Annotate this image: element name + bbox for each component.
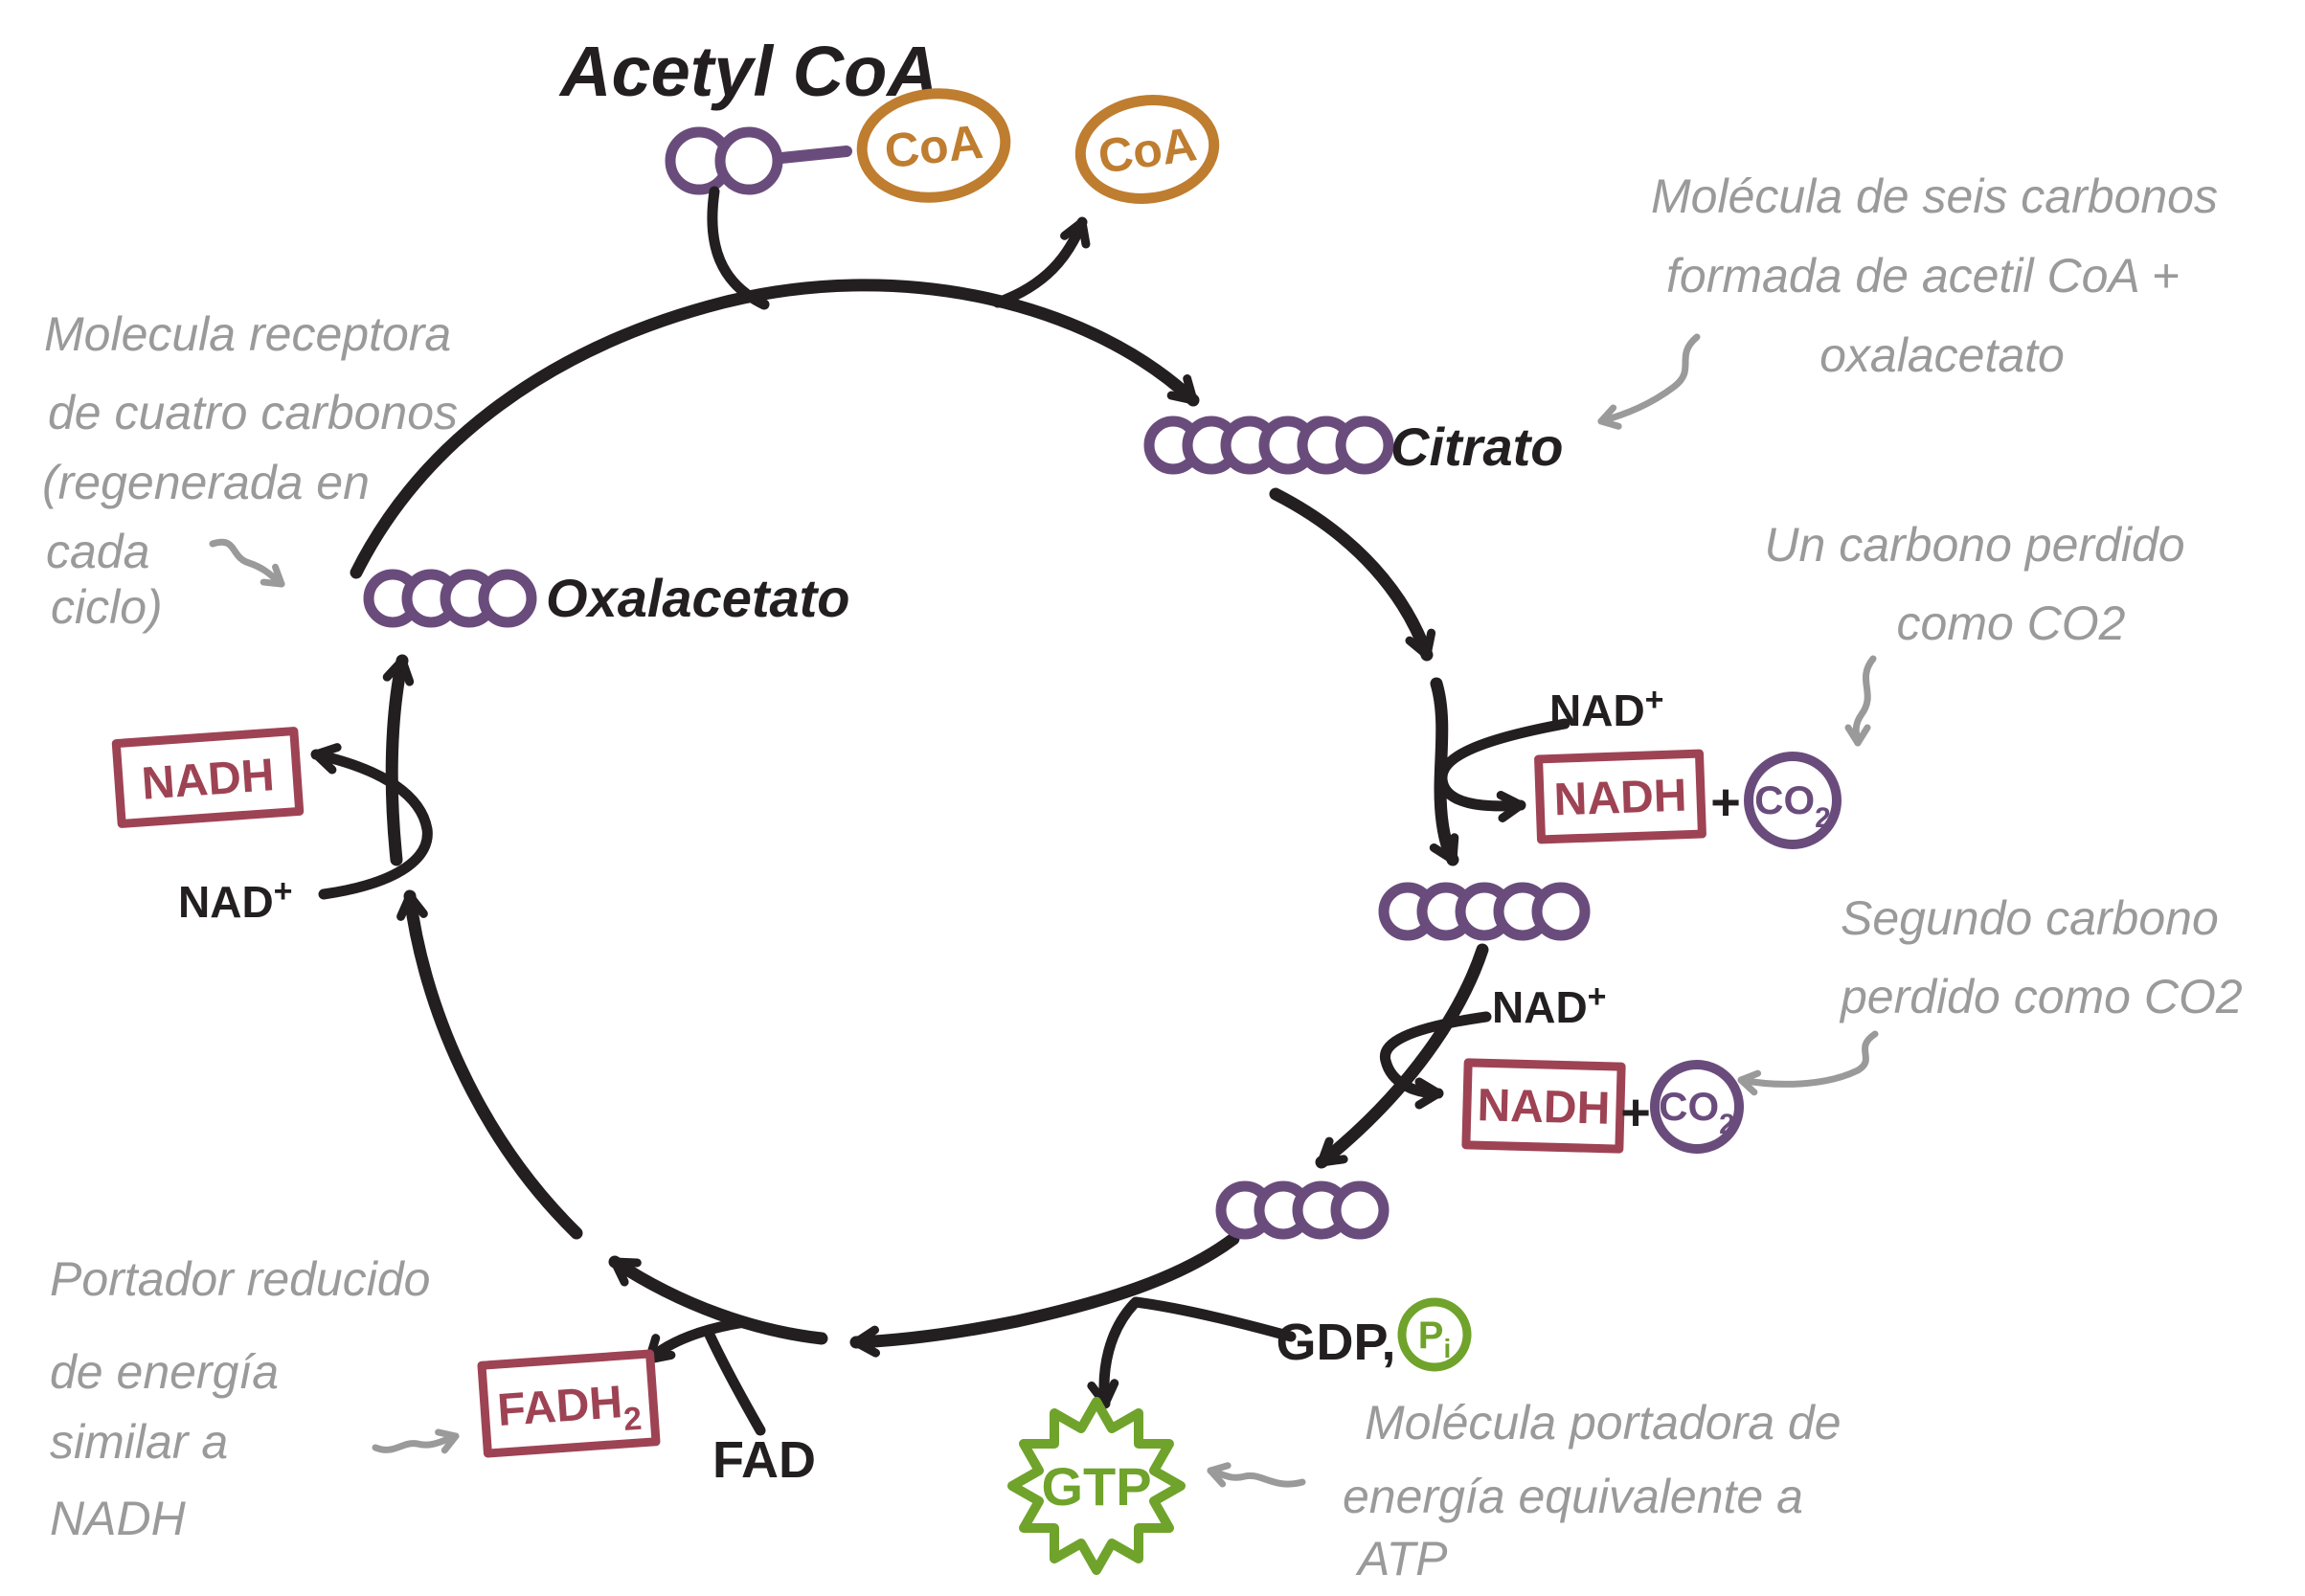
fadh2-label: FADH2 — [496, 1376, 644, 1447]
note-second-co2-line-1: Segundo carbono — [1841, 891, 2219, 945]
fad-label: FAD — [712, 1431, 816, 1489]
nad-plus-label-2: NAD+ — [1492, 978, 1607, 1032]
note-gtp-line-1: Molécula portadora de — [1365, 1396, 1842, 1450]
four-carbon-molecule — [1215, 1180, 1390, 1240]
fad-in-line — [703, 1327, 766, 1436]
co2-badge-2: CO2 — [1650, 1060, 1744, 1154]
gdp-label: GDP, — [1276, 1314, 1395, 1371]
citrato-molecule — [1143, 416, 1394, 475]
note-oxalacetato: Molecula receptora de cuatro carbonos (r… — [42, 307, 458, 634]
note-six-carbon-squiggle-arrow — [1597, 333, 1701, 430]
plus-sign-2: + — [1620, 1084, 1651, 1141]
nadh-box-left: NADH — [111, 727, 305, 828]
cycle-arc-citrate-down — [1269, 487, 1436, 662]
note-second-co2: Segundo carbono perdido como CO2 — [1737, 891, 2243, 1096]
carbon-circle — [1335, 416, 1394, 475]
note-six-carbon-line-2: formada de acetil CoA + — [1666, 249, 2180, 303]
attached-coa-badge: CoA — [856, 88, 1011, 203]
carbon-circle — [714, 126, 783, 195]
acetyl-coa-molecule — [665, 126, 783, 195]
cycle-arc-left-upper — [382, 654, 415, 866]
note-second-co2-line-2: perdido como CO2 — [1839, 970, 2243, 1023]
nad-reaction-2-arrow — [1379, 1011, 1492, 1110]
note-fadh2-squiggle-arrow — [372, 1428, 460, 1454]
note-gtp-line-3: ATP — [1355, 1532, 1448, 1585]
note-oxalacetato-line-4: cada — [46, 525, 149, 578]
co2-badge-1: CO2 — [1744, 752, 1842, 849]
cycle-arc-bottom-left — [608, 1255, 828, 1345]
pi-label: Pi — [1418, 1315, 1451, 1363]
cycle-arc-bottom — [849, 1232, 1240, 1358]
carbon-circle — [1330, 1180, 1390, 1240]
note-six-carbon: Molécula de seis carbonos formada de ace… — [1597, 169, 2218, 430]
nad-reaction-1-arrow — [1436, 718, 1571, 822]
citrato-label: Citrato — [1390, 416, 1563, 477]
nad-plus-label-left: NAD+ — [178, 873, 293, 927]
acetyl-coa-bond — [776, 146, 852, 164]
note-fadh2-line-4: NADH — [50, 1492, 187, 1545]
gtp-label: GTP — [1041, 1456, 1151, 1517]
note-fadh2-line-2: de energía — [50, 1345, 279, 1399]
note-oxalacetato-line-2: de cuatro carbonos — [48, 386, 458, 439]
cycle-arc-top — [350, 279, 1200, 579]
note-gtp-line-2: energía equivalente a — [1343, 1470, 1803, 1523]
cycle-arc-right-lower — [1315, 943, 1489, 1169]
fadh2-out-arrow — [644, 1317, 745, 1365]
nadh-label-1: NADH — [1553, 771, 1687, 826]
pi-badge: Pi — [1397, 1297, 1472, 1372]
nadh-label-left: NADH — [140, 750, 276, 810]
gtp-starburst: GTP — [1007, 1397, 1186, 1575]
note-oxalacetato-line-3: (regenerada en — [42, 456, 370, 509]
oxalacetato-label: Oxalacetato — [546, 568, 850, 628]
note-oxalacetato-line-5: ciclo) — [51, 580, 163, 634]
note-first-co2: Un carbono perdido como CO2 — [1764, 518, 2185, 747]
nadh-box-2: NADH — [1461, 1058, 1626, 1154]
attached-coa-label: CoA — [882, 115, 985, 178]
five-carbon-molecule — [1378, 882, 1591, 941]
gtp-out-arrow — [1087, 1298, 1140, 1409]
plus-sign-1: + — [1710, 774, 1741, 831]
carbon-circle — [1531, 882, 1591, 941]
note-second-co2-squiggle-arrow — [1737, 1030, 1879, 1096]
oxalacetato-molecule — [363, 569, 537, 628]
nadh-box-1: NADH — [1534, 749, 1706, 844]
note-gtp-squiggle-arrow — [1207, 1462, 1306, 1488]
acetyl-entry-line — [707, 186, 770, 310]
gdp-in-line — [1130, 1296, 1297, 1342]
note-oxalacetato-squiggle-arrow — [209, 538, 285, 588]
note-six-carbon-line-3: oxalacetato — [1819, 328, 2065, 382]
co2-label-1: CO2 — [1754, 777, 1831, 834]
note-fadh2-line-1: Portador reducido — [50, 1252, 430, 1306]
note-gtp: Molécula portadora de energía equivalent… — [1207, 1396, 1842, 1585]
cycle-ring — [350, 279, 1489, 1358]
nadh-label-2: NADH — [1477, 1080, 1611, 1135]
note-six-carbon-line-1: Molécula de seis carbonos — [1651, 169, 2218, 223]
nad-reaction-left-arrow — [310, 743, 433, 900]
cycle-arc-left — [396, 889, 583, 1240]
carbon-circle — [478, 569, 537, 628]
diagram-title: Acetyl CoA — [558, 32, 938, 111]
released-coa-badge: CoA — [1074, 95, 1220, 204]
note-first-co2-line-1: Un carbono perdido — [1764, 518, 2184, 572]
fadh2-box: FADH2 — [477, 1349, 661, 1458]
note-first-co2-line-2: como CO2 — [1897, 596, 2126, 650]
note-fadh2-line-3: similar a — [50, 1415, 228, 1469]
coa-release-arrow — [992, 216, 1091, 308]
co2-label-2: CO2 — [1659, 1084, 1735, 1140]
note-fadh2: Portador reducido de energía similar a N… — [50, 1252, 460, 1545]
note-first-co2-squiggle-arrow — [1844, 655, 1877, 747]
note-oxalacetato-line-1: Molecula receptora — [44, 307, 451, 361]
